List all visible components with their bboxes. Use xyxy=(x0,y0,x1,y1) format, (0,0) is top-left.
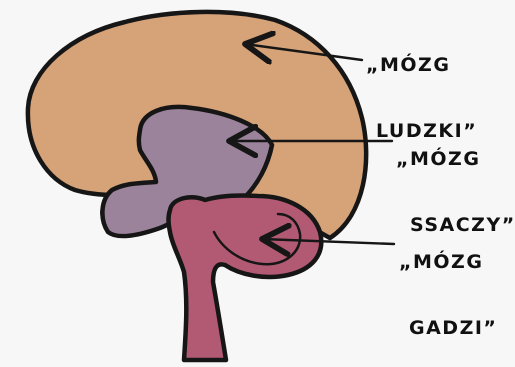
label-reptile-line2: GADZI” xyxy=(399,317,497,339)
brainstem-region xyxy=(169,195,322,360)
label-reptile-line1: „MÓZG xyxy=(399,251,497,273)
label-human-line1: „MÓZG xyxy=(366,54,477,76)
label-mammal-line1: „MÓZG xyxy=(396,148,515,170)
label-reptile-brain: „MÓZG GADZI” xyxy=(399,207,497,367)
